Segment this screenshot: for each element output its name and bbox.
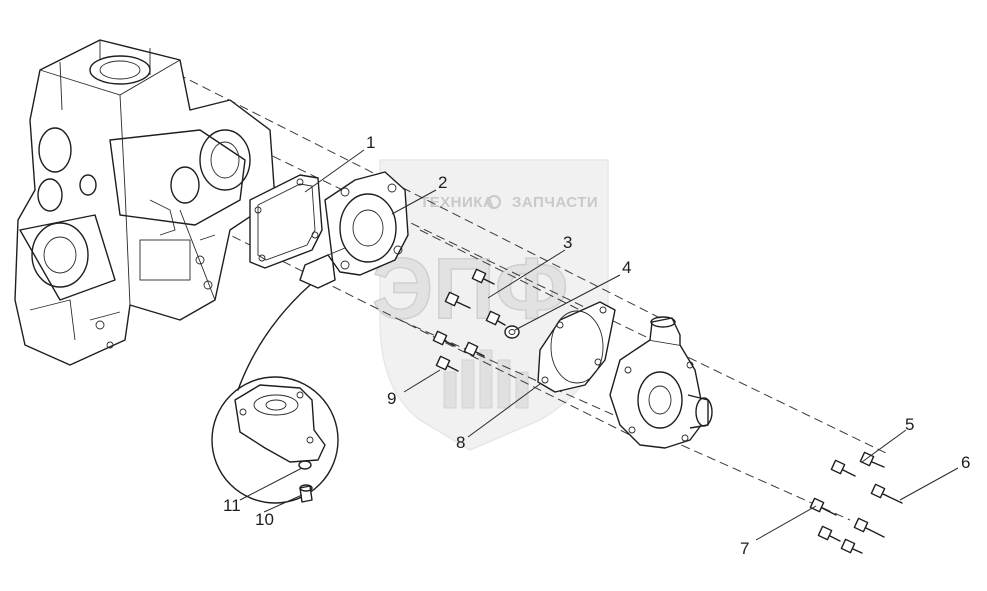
nut (504, 325, 520, 339)
part-gasket-front (249, 174, 323, 269)
bolt (817, 525, 841, 542)
callout-6: 6 (961, 453, 970, 472)
watermark-brand-left: ТЕХНИКА (420, 194, 494, 211)
callout-10: 10 (255, 510, 274, 529)
callout-4: 4 (622, 258, 631, 277)
bolt (830, 459, 856, 477)
detail-view (211, 284, 339, 504)
callout-2: 2 (438, 173, 447, 192)
bolt (435, 355, 459, 372)
bolts-group (432, 268, 903, 554)
bolt (444, 291, 471, 309)
callout-5: 5 (905, 415, 914, 434)
callout-11: 11 (223, 496, 241, 515)
part-plug (299, 485, 313, 503)
callout-8: 8 (456, 433, 465, 452)
bolt (463, 341, 485, 357)
callout-9: 9 (387, 389, 396, 408)
bolt (432, 330, 456, 347)
watermark-gear-icon (487, 195, 501, 209)
bolt (840, 538, 863, 554)
bolt (870, 483, 903, 504)
callout-3: 3 (563, 233, 572, 252)
bolt (809, 497, 837, 516)
part-plug-ring (298, 460, 312, 470)
engine-block (14, 39, 276, 366)
callout-1: 1 (366, 133, 375, 152)
callout-labels: 1 2 3 4 5 6 7 8 9 10 11 (223, 133, 970, 558)
callout-7: 7 (740, 539, 749, 558)
bolt (853, 517, 885, 538)
watermark-wheat-icon (443, 349, 529, 409)
part-water-pump (609, 316, 713, 449)
leader-lines (239, 149, 959, 541)
watermark-brand-right: ЗАПЧАСТИ (512, 194, 598, 211)
part-pump-housing (299, 171, 409, 289)
bolt (485, 310, 506, 326)
part-gasket-ring (537, 301, 616, 393)
bolt (471, 268, 495, 285)
